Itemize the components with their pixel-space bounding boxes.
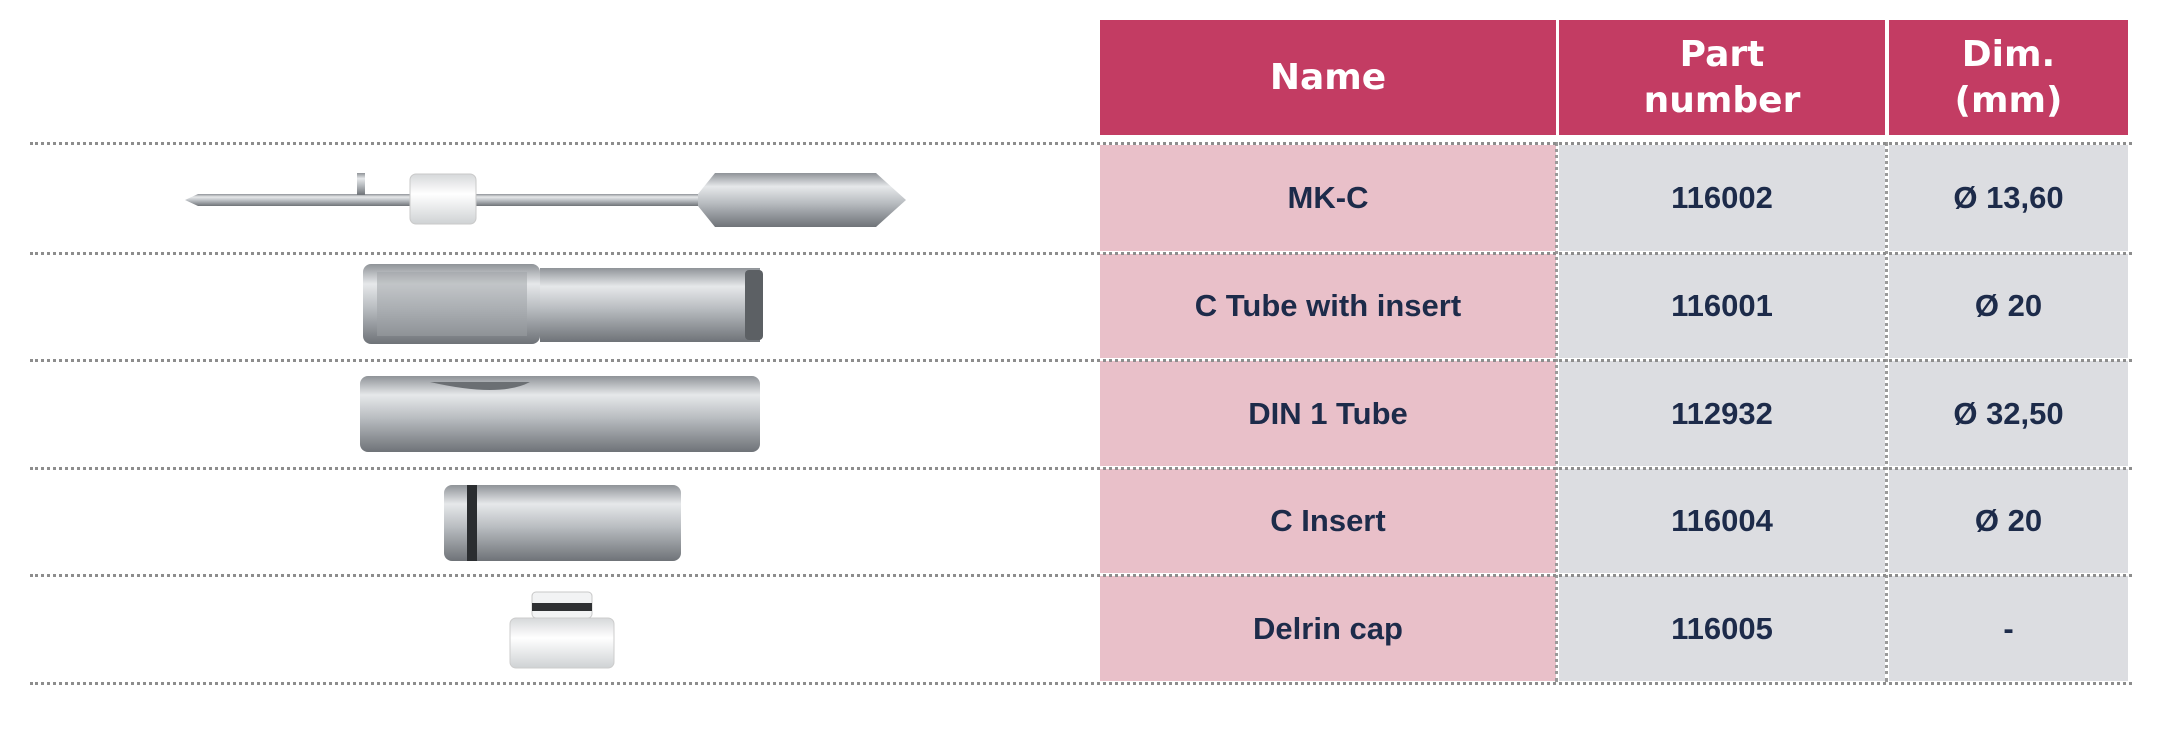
row-3-name: DIN 1 Tube [1100,361,1556,466]
row-1-name: MK-C [1100,145,1556,251]
column-divider [1555,142,1558,682]
row-4-name: C Insert [1100,469,1556,573]
row-2-dimension: Ø 20 [1889,254,2128,358]
row-5-part-number: 116005 [1559,576,1885,681]
header-dimension: Dim. (mm) [1889,20,2128,135]
row-4-part-number: 116004 [1559,469,1885,573]
row-divider [30,682,2132,685]
row-divider [30,467,2132,470]
row-4-dimension: Ø 20 [1889,469,2128,573]
row-1-dimension: Ø 13,60 [1889,145,2128,251]
row-5-name: Delrin cap [1100,576,1556,681]
delrin-cap-image [509,591,615,669]
row-3-part-number: 112932 [1559,361,1885,466]
mk-c-probe-image [185,173,906,227]
row-divider [30,574,2132,577]
row-2-name: C Tube with insert [1100,254,1556,358]
row-divider [30,142,2132,145]
c-tube-image [363,264,763,344]
column-divider [1885,142,1888,682]
row-2-part-number: 116001 [1559,254,1885,358]
header-part-number: Part number [1559,20,1885,135]
row-divider [30,252,2132,255]
c-insert-image [444,485,681,561]
header-name: Name [1100,20,1556,135]
row-1-part-number: 116002 [1559,145,1885,251]
row-divider [30,359,2132,362]
din-1-tube-image [360,376,760,452]
row-3-dimension: Ø 32,50 [1889,361,2128,466]
row-5-dimension: - [1889,576,2128,681]
